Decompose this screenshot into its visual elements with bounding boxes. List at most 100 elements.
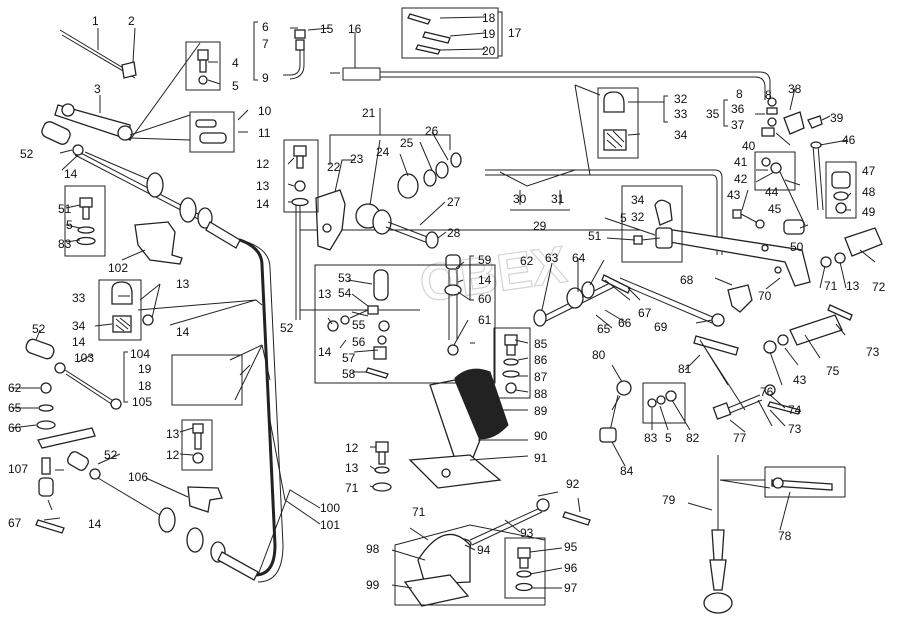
label-95: 95 [564, 540, 578, 554]
inset-box-51-83 [64, 185, 106, 257]
label-12c: 12 [345, 441, 359, 455]
label-62b: 62 [8, 381, 22, 395]
inset-box-pedal-floor [394, 524, 546, 606]
part-lever-62-66 [533, 274, 631, 327]
label-16: 16 [348, 22, 362, 36]
label-64: 64 [572, 251, 586, 265]
label-69: 69 [654, 320, 668, 334]
part-bolt-51a [76, 197, 96, 246]
main-cable-upper [380, 71, 771, 100]
label-14a: 14 [64, 167, 78, 181]
inset-box-pins [401, 7, 499, 59]
part-bracket-32-34b [654, 199, 673, 249]
label-13a: 13 [256, 179, 270, 193]
part-fitting-45-50 [783, 219, 805, 235]
part-plate-91 [408, 454, 502, 489]
part-bracket-22 [315, 189, 346, 251]
inset-box-4-5 [185, 41, 221, 91]
label-93: 93 [520, 526, 534, 540]
part-rod-27 [385, 221, 439, 249]
part-pedal-arm-90 [429, 379, 481, 471]
label-104: 104 [130, 347, 150, 361]
label-40: 40 [742, 139, 756, 153]
label-28: 28 [447, 226, 461, 240]
brace-marks [123, 11, 728, 403]
label-14c: 14 [176, 325, 190, 339]
part-joint-73-75 [763, 304, 853, 354]
label-27: 27 [447, 195, 461, 209]
part-bolt-12a [372, 441, 392, 492]
label-30: 30 [513, 192, 527, 206]
label-75: 75 [826, 364, 840, 378]
label-84: 84 [620, 464, 634, 478]
part-shift-lever-79 [703, 455, 733, 614]
label-85: 85 [534, 337, 548, 351]
label-20: 20 [482, 44, 496, 58]
label-14e: 14 [72, 335, 86, 349]
part-joint-72 [820, 227, 883, 268]
inset-box-washers [642, 382, 686, 424]
label-5a: 5 [232, 79, 239, 93]
inset-box-47-48 [825, 161, 857, 219]
label-29: 29 [533, 219, 547, 233]
label-5d: 5 [665, 431, 672, 445]
label-83b: 83 [58, 237, 72, 251]
label-71c: 71 [412, 505, 426, 519]
label-43b: 43 [793, 373, 807, 387]
label-65a: 65 [597, 322, 611, 336]
label-63: 63 [545, 251, 559, 265]
label-48: 48 [862, 185, 876, 199]
label-14g: 14 [478, 273, 492, 287]
part-rod-103 [54, 362, 122, 410]
label-19b: 19 [138, 362, 152, 376]
label-8a: 8 [736, 87, 743, 101]
part-boot-98 [417, 533, 471, 585]
label-67b: 67 [8, 516, 22, 530]
part-cap-47 [831, 171, 851, 214]
label-55: 55 [352, 318, 366, 332]
label-61: 61 [478, 313, 492, 327]
label-34c: 34 [72, 319, 86, 333]
label-12b: 12 [166, 448, 180, 462]
part-plate-81 [693, 335, 739, 356]
part-pedal-pad-89 [454, 368, 509, 440]
label-1: 1 [92, 14, 99, 28]
label-19a: 19 [482, 27, 496, 41]
part-pin-18-20 [407, 13, 451, 55]
label-17: 17 [508, 26, 522, 40]
part-bracket-38 [783, 111, 805, 135]
part-washers-62-65-66 [36, 382, 56, 430]
label-41: 41 [734, 155, 748, 169]
label-100: 100 [320, 501, 340, 515]
label-77: 77 [733, 431, 747, 445]
label-97: 97 [564, 581, 578, 595]
label-8b: 8 [765, 88, 772, 102]
label-78: 78 [778, 529, 792, 543]
part-end-52b [25, 338, 55, 360]
part-disc-23 [355, 203, 392, 235]
part-nut-14b [142, 314, 154, 326]
leader-lines [11, 16, 876, 589]
label-14d: 14 [318, 345, 332, 359]
label-73b: 73 [788, 422, 802, 436]
part-sleeve-11 [199, 132, 227, 144]
label-51a: 51 [58, 202, 72, 216]
label-74: 74 [788, 403, 802, 417]
part-gasket-99 [403, 574, 470, 607]
part-pipe-16 [330, 67, 381, 81]
label-25: 25 [400, 136, 414, 150]
label-11: 11 [258, 126, 271, 140]
label-106: 106 [128, 470, 148, 484]
part-clamp-34a [112, 315, 132, 333]
label-21: 21 [362, 106, 376, 120]
label-13e: 13 [345, 461, 359, 475]
label-35: 35 [706, 107, 720, 121]
part-rod-93 [469, 498, 550, 546]
label-102: 102 [108, 261, 128, 275]
label-13d: 13 [166, 427, 180, 441]
part-hardware-85-88 [502, 334, 520, 394]
part-pin-10 [195, 119, 217, 128]
label-76: 76 [760, 385, 774, 399]
label-107: 107 [8, 462, 28, 476]
part-cable-end-lower [97, 477, 259, 581]
